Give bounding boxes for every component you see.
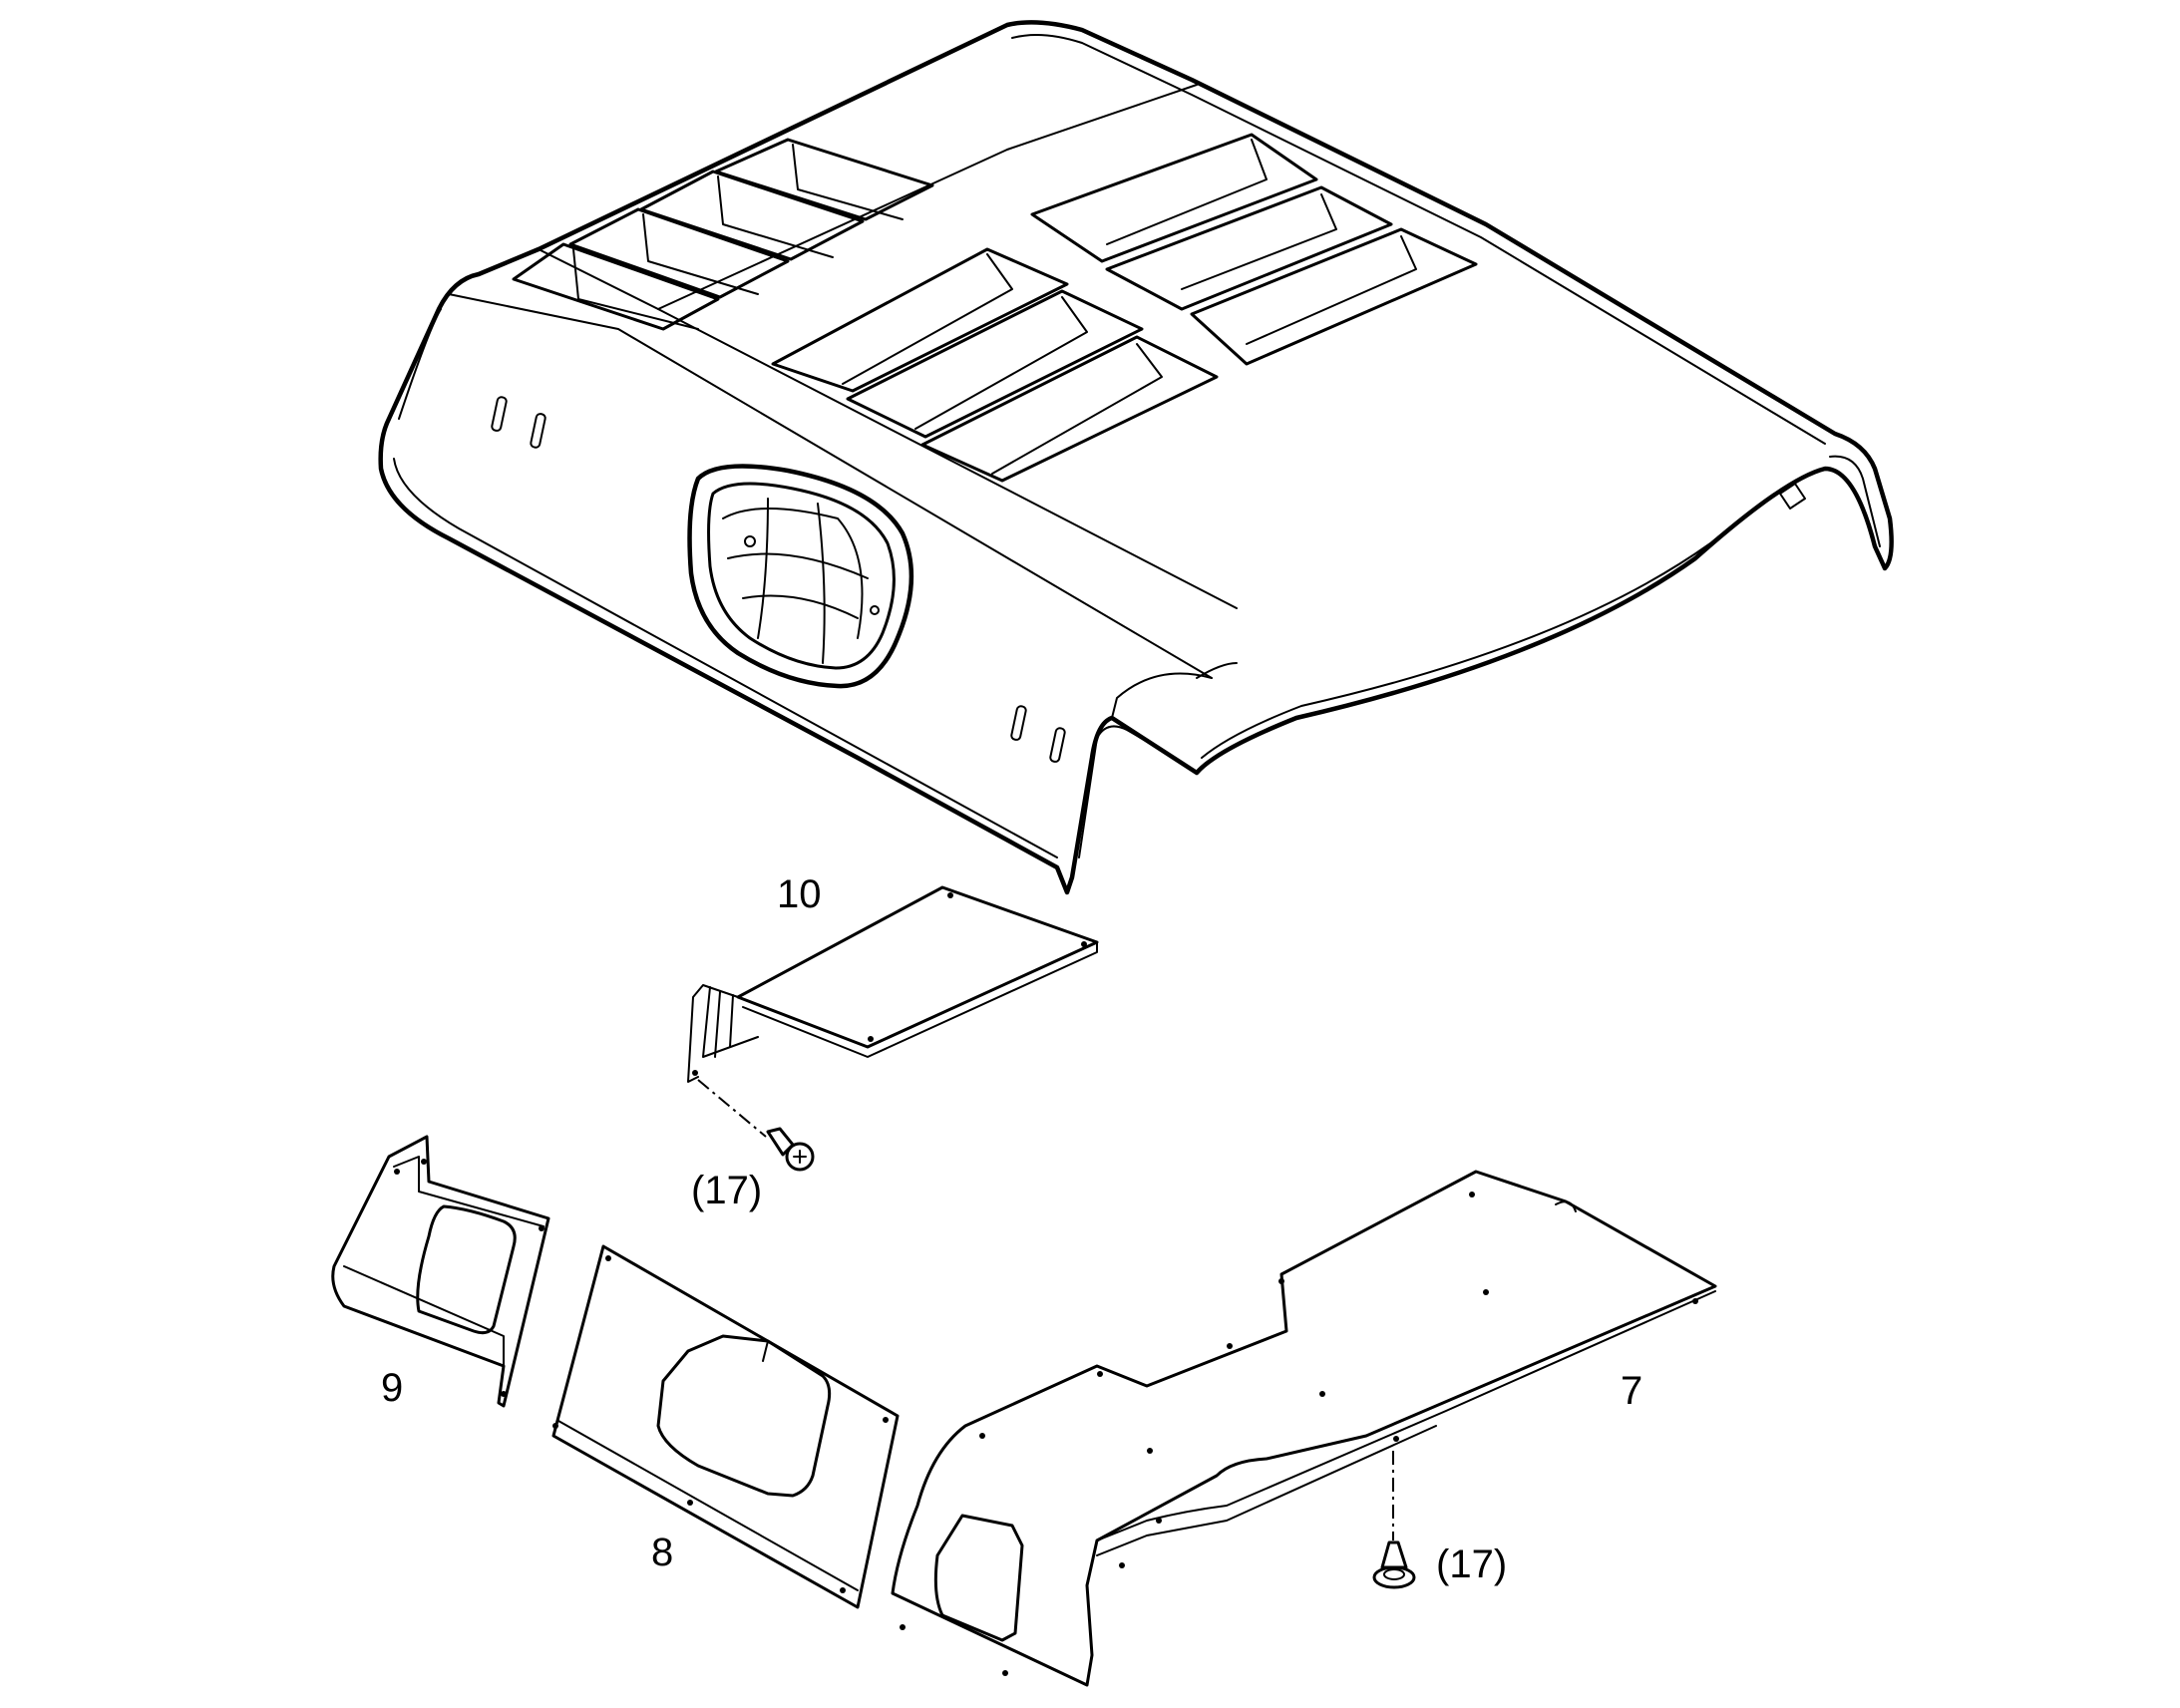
- part-10-cover: [687, 885, 1099, 1138]
- callout-17-lower: (17): [1436, 1542, 1507, 1586]
- callout-8: 8: [651, 1531, 673, 1574]
- callout-10: 10: [777, 872, 822, 916]
- callout-7: 7: [1621, 1369, 1642, 1413]
- oval-vent: [687, 464, 914, 689]
- callout-17-upper: (17): [691, 1169, 762, 1212]
- part-8-panel: [551, 1244, 900, 1609]
- part-9-panel: [331, 1135, 550, 1408]
- right-louvers: [1030, 133, 1478, 366]
- center-louvers: [771, 247, 1219, 483]
- rear-louvers: [512, 138, 934, 331]
- part-7-panel: [891, 1170, 1717, 1687]
- roof-canopy: [378, 20, 1894, 895]
- push-rivet-upper: [766, 1127, 815, 1172]
- front-slots: [491, 396, 1066, 763]
- push-rivet-lower: [1372, 1540, 1416, 1589]
- callout-9: 9: [381, 1366, 403, 1410]
